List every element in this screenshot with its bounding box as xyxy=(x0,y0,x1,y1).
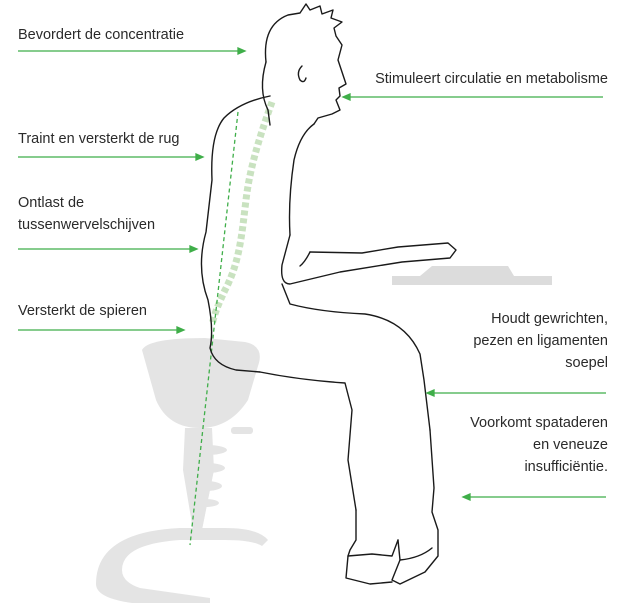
label-concentration: Bevordert de concentratie xyxy=(18,24,184,46)
label-discs-line2: tussenwervelschijven xyxy=(18,214,155,236)
person-outline xyxy=(201,4,456,584)
label-discs-line1: Ontlast de xyxy=(18,192,155,214)
label-joints-line2: pezen en ligamenten xyxy=(473,330,608,352)
stool xyxy=(96,338,268,603)
label-veins-line2: en veneuze xyxy=(470,434,608,456)
label-back: Traint en versterkt de rug xyxy=(18,128,179,150)
spine xyxy=(212,102,272,325)
label-joints: Houdt gewrichten, pezen en ligamenten so… xyxy=(473,308,608,374)
label-joints-line1: Houdt gewrichten, xyxy=(473,308,608,330)
label-veins: Voorkomt spataderen en veneuze insuffici… xyxy=(470,412,608,478)
label-circulation: Stimuleert circulatie en metabolisme xyxy=(375,68,608,90)
label-discs: Ontlast de tussenwervelschijven xyxy=(18,192,155,236)
desk xyxy=(392,266,552,285)
label-veins-line3: insufficiëntie. xyxy=(470,456,608,478)
label-joints-line3: soepel xyxy=(473,352,608,374)
label-veins-line1: Voorkomt spataderen xyxy=(470,412,608,434)
label-muscles: Versterkt de spieren xyxy=(18,300,147,322)
